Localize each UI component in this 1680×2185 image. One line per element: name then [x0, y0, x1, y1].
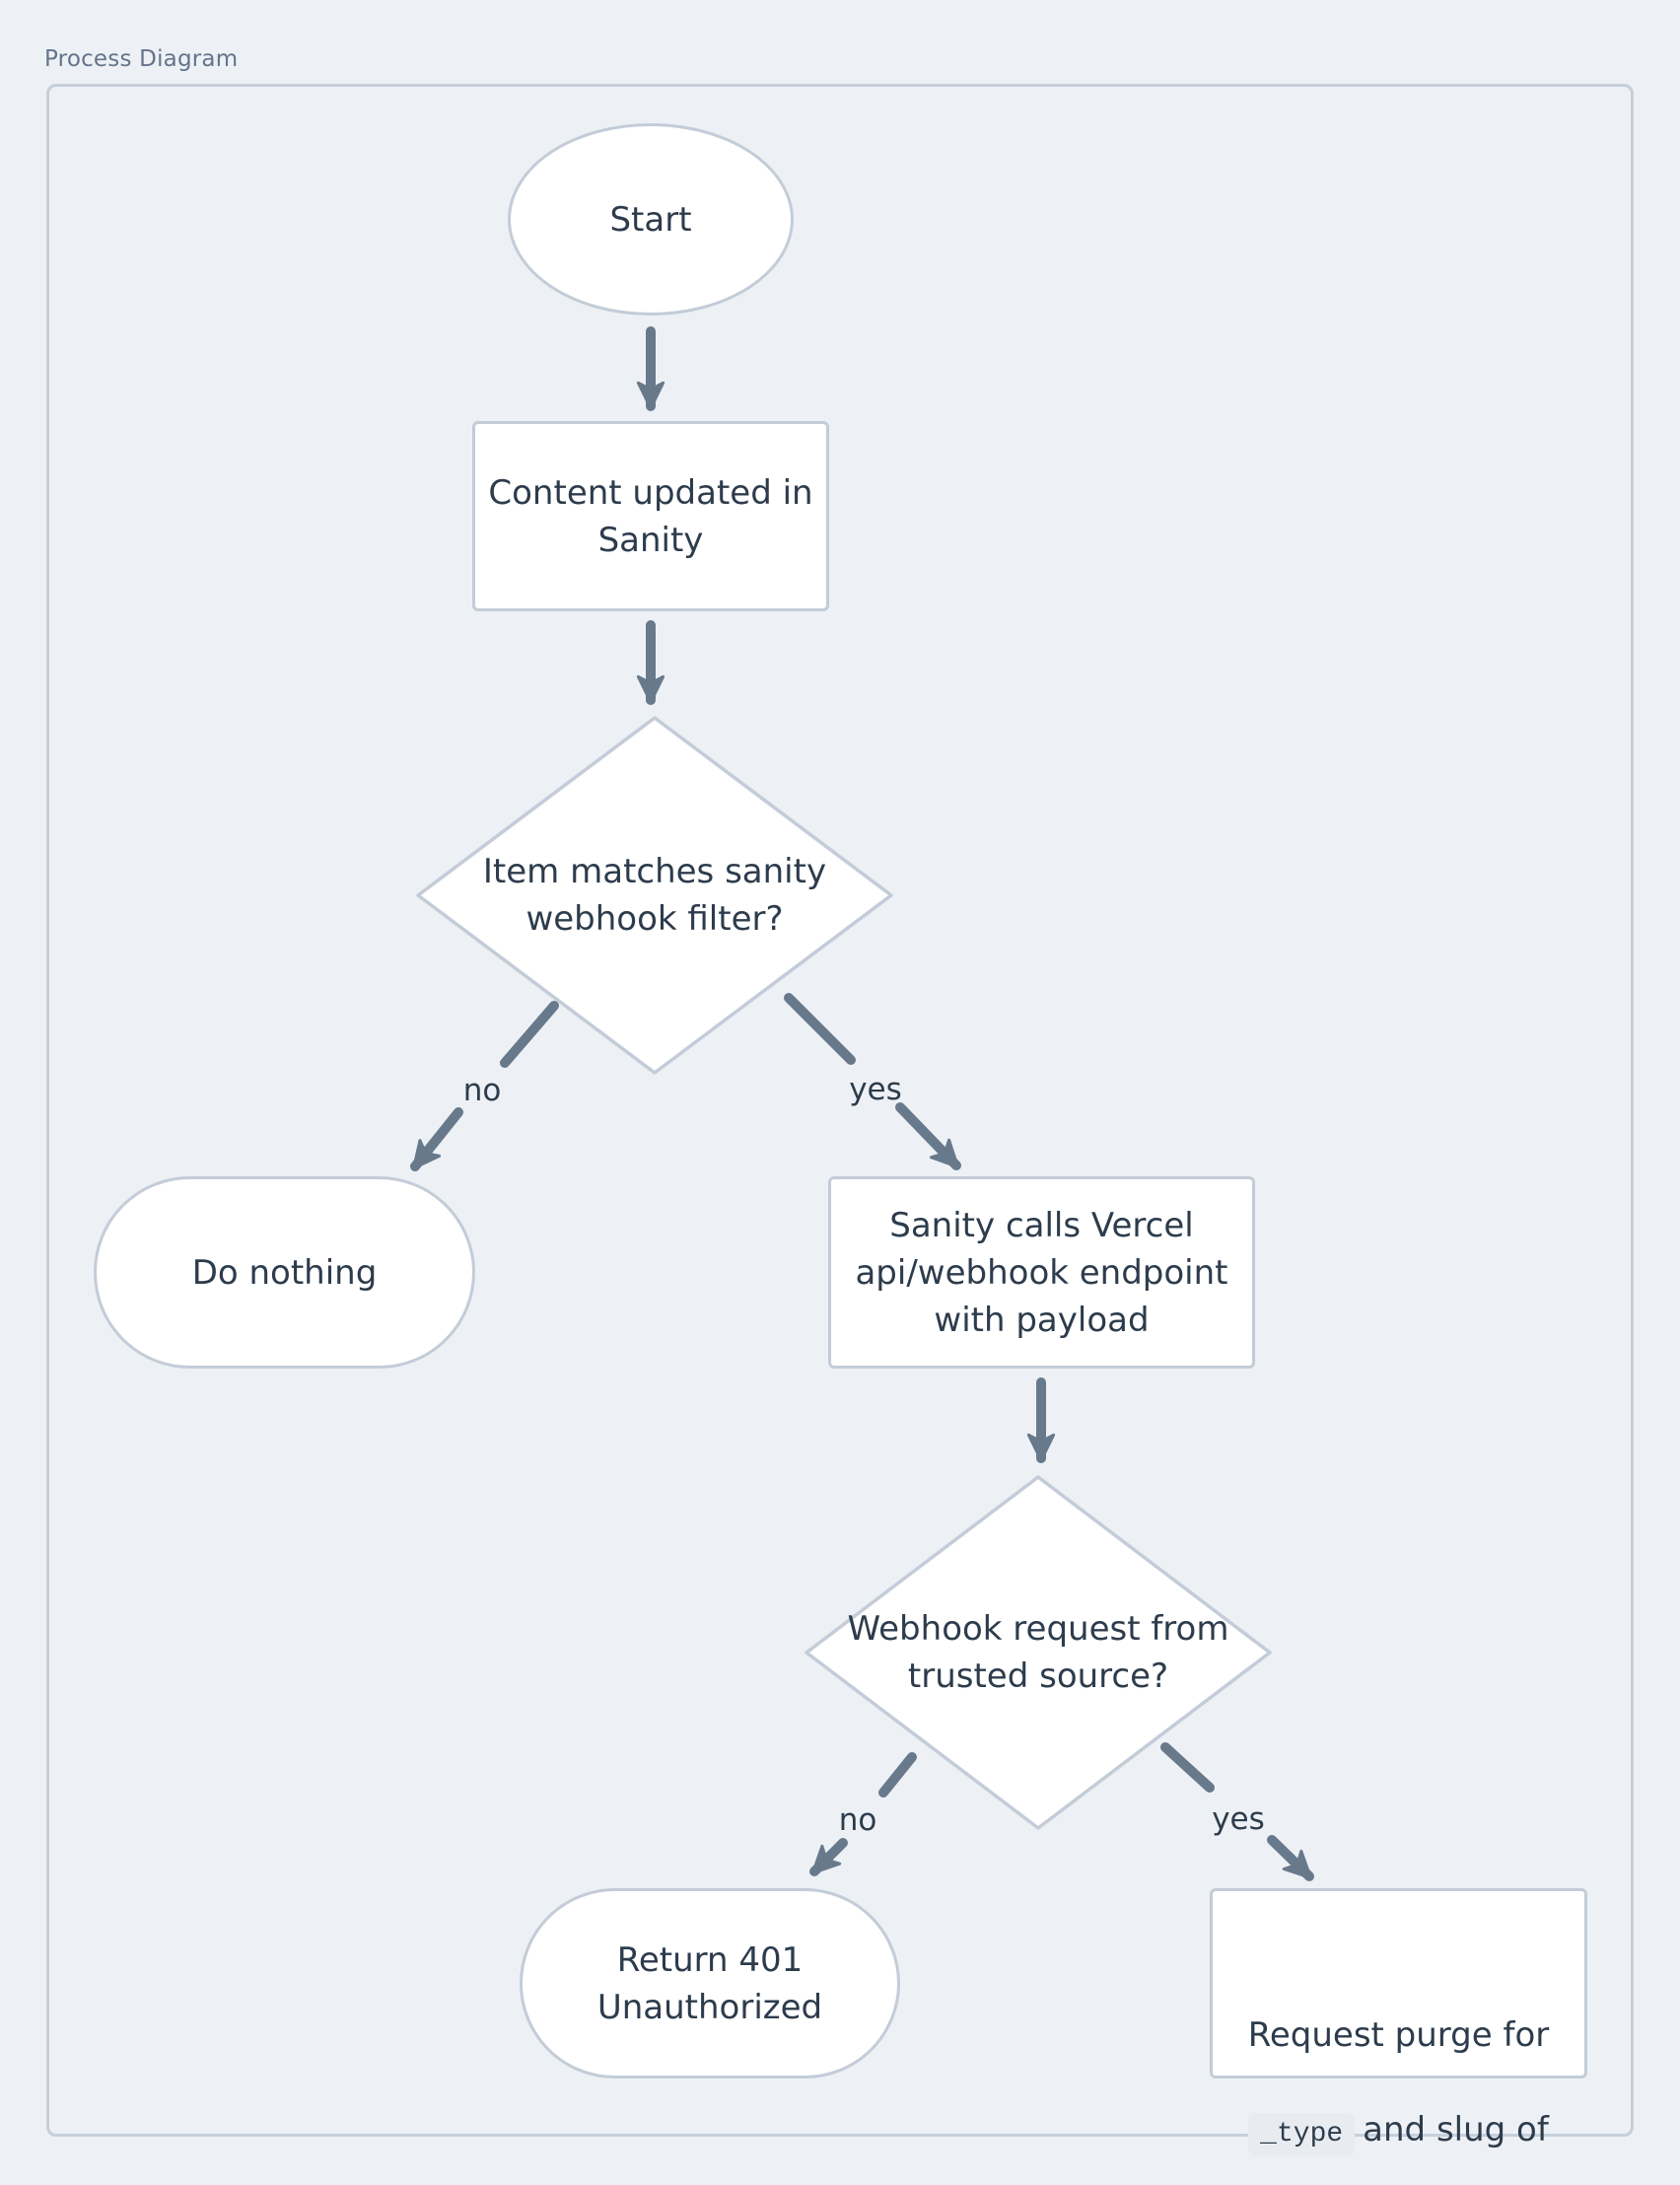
type-code-chip: _type	[1248, 2113, 1356, 2156]
edge-filter-yes-segment-2	[895, 1102, 961, 1170]
edge-trusted-no-segment-1	[878, 1752, 917, 1797]
node-call-endpoint-label: Sanity calls Vercel api/webhook endpoint…	[855, 1205, 1228, 1340]
node-filter-decision-shape	[416, 716, 893, 1075]
diagram-title: Process Diagram	[44, 46, 239, 72]
request-purge-line-3: item	[1213, 2153, 1584, 2185]
edge-label-filter-yes: yes	[849, 1072, 902, 1107]
node-do-nothing: Do nothing	[94, 1176, 475, 1369]
request-purge-text-1: Request purge for	[1247, 2015, 1550, 2055]
edge-filter-no-segment-1	[500, 1001, 559, 1068]
node-do-nothing-label: Do nothing	[191, 1252, 378, 1293]
node-filter-decision: Item matches sanity webhook filter?	[457, 826, 852, 964]
edge-label-trusted-yes: yes	[1212, 1801, 1265, 1837]
edge-trusted-yes-segment-2	[1267, 1835, 1314, 1881]
node-trusted-decision-label: Webhook request from trusted source?	[847, 1609, 1229, 1696]
diagram-container	[46, 84, 1634, 2137]
node-start-label: Start	[609, 199, 692, 240]
edge-label-filter-no: no	[462, 1073, 502, 1108]
edge-label-trusted-no: no	[838, 1802, 877, 1838]
node-content-updated: Content updated in Sanity	[472, 421, 829, 611]
node-start: Start	[508, 123, 794, 316]
edge-trusted-no-segment-2	[809, 1838, 848, 1876]
edge-filter-yes-segment-1	[784, 993, 856, 1065]
edge-trusted-yes-segment-1	[1160, 1742, 1215, 1793]
edge-filter-no-segment-2	[410, 1107, 463, 1171]
node-trusted-decision: Webhook request from trusted source?	[841, 1584, 1235, 1722]
node-return-401-label: Return 401 Unauthorized	[596, 1939, 823, 2027]
request-purge-line-1: Request purge for	[1213, 1964, 1584, 2055]
node-content-updated-label: Content updated in Sanity	[488, 472, 813, 560]
node-return-401: Return 401 Unauthorized	[520, 1888, 900, 2079]
node-trusted-decision-shape	[805, 1475, 1272, 1830]
request-purge-text-2: and slug of	[1363, 2110, 1549, 2150]
node-filter-decision-label: Item matches sanity webhook filter?	[482, 852, 827, 939]
node-call-endpoint: Sanity calls Vercel api/webhook endpoint…	[828, 1176, 1255, 1369]
